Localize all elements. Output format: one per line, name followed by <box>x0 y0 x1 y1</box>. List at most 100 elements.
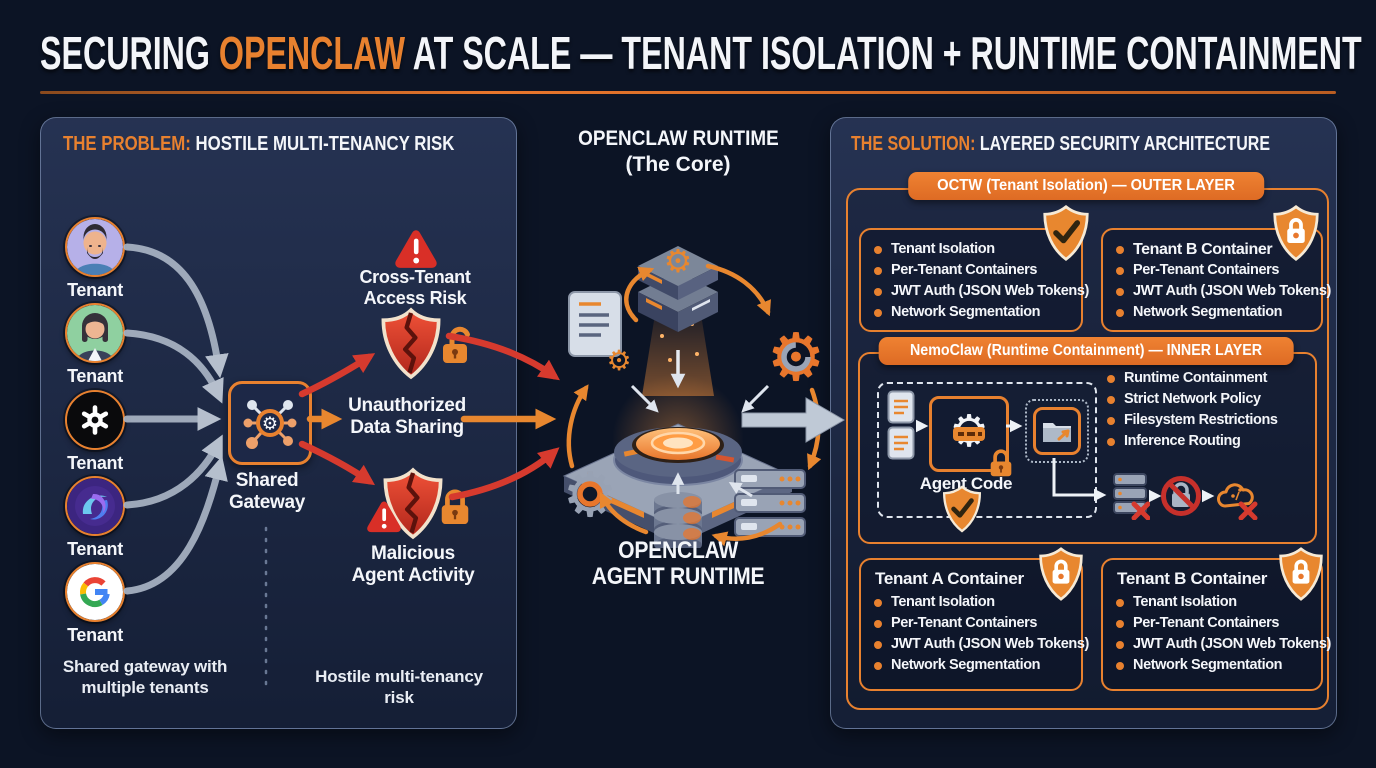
list-item: Network Segmentation <box>1116 657 1315 674</box>
tenant-a-title: Tenant A Container <box>875 569 1024 588</box>
gear-icon: ⚙ <box>562 458 618 531</box>
bullet-icon <box>874 287 882 296</box>
list-item: JWT Auth (JSON Web Tokens) <box>874 636 1089 653</box>
bullet-icon <box>1107 416 1115 425</box>
feature-list: Tenant Isolation Per-Tenant Containers J… <box>1116 594 1331 674</box>
tenant-label: Tenant <box>67 366 123 386</box>
document-icon <box>887 426 915 460</box>
brand-name: OPENCLAW <box>218 27 405 79</box>
list-item: JWT Auth (JSON Web Tokens) <box>874 283 1089 300</box>
bullet-icon <box>874 619 882 628</box>
solution-panel: THE SOLUTION: LAYERED SECURITY ARCHITECT… <box>830 117 1337 729</box>
list-item: JWT Auth (JSON Web Tokens) <box>1116 636 1331 653</box>
gear-icon: ⚙ <box>766 319 825 396</box>
list-item: JWT Auth (JSON Web Tokens) <box>1116 283 1331 300</box>
bullet-icon <box>874 308 882 317</box>
bullet-icon <box>1107 395 1115 404</box>
shield-check-icon <box>1041 204 1091 262</box>
core-illustration: ⚙ ⚙ <box>562 242 826 548</box>
tenant-label: Tenant <box>67 453 123 473</box>
document-icon <box>887 390 915 424</box>
list-item: Network Segmentation <box>874 304 1075 321</box>
list-item: Tenant Isolation <box>874 594 1075 611</box>
warning-icon <box>365 499 403 533</box>
bullet-icon <box>1116 661 1124 670</box>
cloud-blocked-icon <box>1213 478 1261 520</box>
shield-lock-icon <box>1037 546 1085 602</box>
inner-layer-badge: NemoClaw (Runtime Containment) — INNER L… <box>878 337 1294 365</box>
database-icon <box>654 492 702 548</box>
woman-avatar-icon <box>65 303 125 363</box>
agent-sandbox-dashed-box <box>877 382 1097 518</box>
list-item: Network Segmentation <box>874 657 1075 674</box>
tenant-label: Tenant <box>67 625 123 645</box>
solution-heading: THE SOLUTION: LAYERED SECURITY ARCHITECT… <box>851 133 1270 155</box>
hub-gear-icon: ⚙ <box>243 400 297 449</box>
closed-padlock-icon <box>437 485 473 529</box>
bullet-icon <box>874 266 882 275</box>
tenant-a-container-box: Tenant A Container Tenant Isolation Per-… <box>859 558 1089 691</box>
title-underline <box>40 91 1336 94</box>
open-padlock-icon <box>439 323 477 369</box>
filesystem-dotted-box <box>1025 399 1089 463</box>
feature-list: Tenant Isolation Per-Tenant Containers J… <box>874 594 1089 674</box>
list-item: Per-Tenant Containers <box>1116 615 1315 632</box>
tenant-item: Tenant <box>62 476 128 560</box>
bullet-icon <box>874 661 882 670</box>
gear-icon: ⚙ <box>664 242 693 280</box>
man-avatar-icon <box>65 217 125 277</box>
no-lock-icon <box>1159 474 1203 518</box>
server-rack-icon <box>734 469 806 537</box>
svg-text:⚙: ⚙ <box>606 344 631 377</box>
list-item: Tenant Isolation <box>1116 594 1315 611</box>
openai-logo-icon <box>65 390 125 450</box>
core-heading: OPENCLAW RUNTIME(The Core) <box>577 127 779 177</box>
stacked-modules-icon: ⚙ <box>638 242 718 332</box>
list-item: Inference Routing <box>1107 433 1278 450</box>
problem-panel: THE PROBLEM: HOSTILE MULTI-TENANCY RISK … <box>40 117 517 729</box>
bullet-icon <box>1116 287 1124 296</box>
svg-text:⚙: ⚙ <box>766 319 825 396</box>
bullet-icon <box>1116 266 1124 275</box>
broken-shield-icon <box>379 307 443 380</box>
main-title: SECURING OPENCLAW AT SCALE — TENANT ISOL… <box>40 27 1362 79</box>
outer-layer-badge: OCTW (Tenant Isolation) — OUTER LAYER <box>908 172 1264 200</box>
shield-check-icon <box>941 484 983 534</box>
bullet-icon <box>1116 619 1124 628</box>
list-item: Per-Tenant Containers <box>1116 262 1315 279</box>
tenant-b-title: Tenant B Container <box>1117 569 1268 588</box>
agent-code-label: Agent Code <box>919 474 1013 493</box>
problem-heading: THE PROBLEM: HOSTILE MULTI-TENANCY RISK <box>63 133 455 155</box>
list-item: Tenant B Container <box>1116 241 1315 258</box>
tenant-item: Tenant <box>62 390 128 474</box>
bullet-icon <box>1116 308 1124 317</box>
list-item: Tenant Isolation <box>874 241 1075 258</box>
feature-list: Tenant Isolation Per-Tenant Containers J… <box>874 241 1089 321</box>
tenant-item: Tenant <box>62 562 128 646</box>
bullet-icon <box>874 598 882 607</box>
shared-gateway-box: ⚙ <box>228 381 312 465</box>
list-item: Strict Network Policy <box>1107 391 1278 408</box>
google-logo-icon <box>65 562 125 622</box>
list-item: Filesystem Restrictions <box>1107 412 1278 429</box>
bullet-icon <box>1107 374 1115 383</box>
bullet-icon <box>874 245 882 254</box>
svg-text:⚙: ⚙ <box>262 414 278 435</box>
shield-lock-icon <box>1277 546 1325 602</box>
list-item: Network Segmentation <box>1116 304 1315 321</box>
tenant-isolation-list-box: Tenant Isolation Per-Tenant Containers J… <box>859 228 1089 332</box>
bullet-icon <box>1107 437 1115 446</box>
runtime-containment-list: Runtime Containment Strict Network Polic… <box>1107 370 1278 454</box>
bullet-icon <box>1116 640 1124 649</box>
server-blocked-icon <box>1112 470 1150 520</box>
footnote-hostile-risk: Hostile multi-tenancy risk <box>315 667 483 708</box>
list-item: Runtime Containment <box>1107 370 1278 387</box>
bullet-icon <box>874 640 882 649</box>
